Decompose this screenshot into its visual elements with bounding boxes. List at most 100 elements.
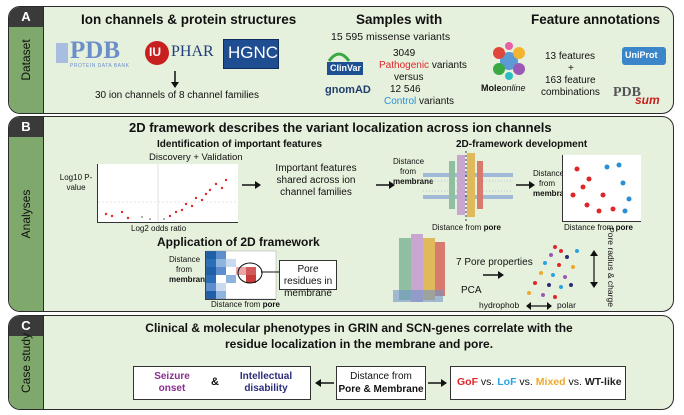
identification-heading: Identification of important features (157, 139, 323, 150)
pore-axis-label-3: Distance from pore (211, 300, 280, 309)
membrane-axis-word-1: membrane (393, 177, 434, 186)
distance-line-2: Pore & Membrane (338, 384, 424, 395)
analyses-title: 2D framework describes the variant local… (129, 120, 552, 135)
pore-axis-prefix-2: Distance from (564, 223, 616, 232)
discovery-label: Discovery + Validation (149, 152, 243, 163)
distance-box (336, 366, 426, 400)
mixed-label: Mixed (535, 376, 566, 388)
application-heading: Application of 2D framework (157, 235, 320, 249)
panel-case-study: C Case study Clinical & molecular phenot… (8, 315, 674, 410)
pdbsum-logo: PDB sum (613, 85, 667, 109)
iuphar-logo: IU PHAR (145, 41, 219, 65)
volcano-y-label: Log10 P-value (59, 173, 93, 192)
pdbsum-logo-pdb: PDB (613, 85, 641, 100)
panel-letter-c: C (9, 316, 43, 336)
sidebar-case-study: C Case study (9, 316, 44, 409)
moleonline-logo-mark (493, 42, 525, 80)
membrane-axis-word-2: membrane (533, 189, 574, 198)
iuphar-logo-mark-text: IU (149, 45, 161, 59)
control-label: Control (384, 96, 417, 107)
wt-label: WT-like (584, 376, 622, 388)
panel-analyses: B Analyses 2D framework describes the va… (8, 116, 674, 312)
uniprot-logo: UniProt (622, 47, 666, 65)
heatmap-cells (205, 250, 277, 300)
panel-letter-a: A (9, 7, 43, 27)
arrow-to-framework (376, 181, 395, 189)
pore-properties-label: 7 Pore properties (456, 257, 533, 268)
samples-heading: Samples with (356, 12, 443, 27)
vs-label-3: vs. (565, 376, 585, 388)
features-plus: + (568, 63, 574, 74)
pdb-logo-text: PDB (70, 37, 120, 64)
callout-line (261, 271, 281, 273)
pdb-logo-mark (56, 43, 68, 63)
clinvar-logo-text: ClinVar (330, 63, 362, 73)
hgnc-logo-text: HGNC (228, 43, 279, 62)
hydrophobicity-arrow (526, 302, 552, 310)
sidebar-dataset: A Dataset (9, 7, 44, 113)
pca-label: PCA (461, 285, 482, 296)
amp-label: & (211, 376, 219, 388)
clinvar-logo-bar (327, 62, 363, 75)
channel-membrane-illustration (423, 151, 513, 221)
moleonline-logo-italic: online (501, 83, 526, 93)
vs-label-1: vs. (478, 376, 498, 388)
pore-radius-charge-label: Pore radius & charge (605, 227, 616, 307)
control-line: Control variants (384, 96, 454, 107)
features-line1: 13 features (545, 51, 596, 62)
section-label-dataset: Dataset (19, 39, 33, 81)
pdb-logo-caption: PROTEIN DATA BANK (70, 63, 130, 69)
channel-structure-illustration (393, 234, 445, 302)
hgnc-logo: HGNC (223, 39, 279, 69)
volcano-x-label: Log2 odds ratio (131, 224, 187, 233)
pathogenic-count: 3049 (393, 48, 416, 59)
pdb-logo: PDB PROTEIN DATA BANK (56, 37, 138, 69)
volcano-points (98, 164, 238, 222)
panel-letter-b: B (9, 117, 43, 137)
section-label-analyses: Analyses (19, 189, 33, 239)
hydrophob-label: hydrophob (479, 300, 520, 310)
arrow-to-shared (242, 181, 261, 189)
features-heading: Feature annotations (531, 12, 661, 27)
control-suffix: variants (419, 96, 455, 107)
vs-label-2: vs. (516, 376, 536, 388)
framework-scatter-points (570, 162, 632, 214)
membrane-axis-label-2: Distance from membrane (533, 169, 573, 199)
pore-axis-word-1: pore (483, 223, 501, 232)
ion-channels-summary: 30 ion channels of 8 channel families (95, 90, 259, 101)
ion-channels-arrow (171, 71, 179, 88)
membrane-axis-prefix-2: Distance from (533, 169, 565, 188)
sidebar-analyses: B Analyses (9, 117, 44, 311)
arrow-to-clinical (315, 379, 334, 387)
pore-axis-prefix-3: Distance from (211, 300, 263, 309)
seizure-label: Seizure onset (154, 371, 190, 394)
pore-axis-label-2: Distance from pore (564, 223, 633, 232)
pdbsum-logo-sum: sum (635, 93, 660, 107)
framework-dev-heading: 2D-framework development (456, 139, 588, 150)
pore-axis-label-1: Distance from pore (432, 223, 501, 232)
membrane-axis-prefix-3: Distance from (169, 255, 201, 274)
pore-axis-word-3: pore (262, 300, 280, 309)
gnomad-logo: gnomAD (325, 84, 371, 100)
features-line2: 163 feature (545, 75, 596, 86)
pca-scatter (527, 245, 579, 299)
iuphar-logo-text: PHAR (171, 43, 214, 60)
clinvar-logo: ClinVar (327, 51, 365, 77)
membrane-axis-word-3: membrane (169, 275, 210, 284)
panel-dataset: A Dataset Ion channels & protein structu… (8, 6, 674, 114)
control-count: 12 546 (390, 84, 421, 95)
membrane-axis-prefix-1: Distance from (393, 157, 425, 176)
gof-label: GoF (457, 376, 478, 388)
distance-line-1: Distance from (350, 371, 412, 382)
missense-count: 15 595 missense variants (331, 31, 451, 43)
pore-radius-arrow (590, 250, 598, 288)
moleonline-logo-bold: Mole (481, 83, 502, 93)
pathogenic-line: Pathogenic variants (379, 60, 467, 71)
iuphar-logo-mark (145, 41, 169, 65)
membrane-axis-label-1: Distance from membrane (393, 157, 433, 187)
ion-channels-heading: Ion channels & protein structures (81, 12, 297, 27)
versus-label: versus (394, 72, 424, 83)
clinvar-logo-mark (327, 52, 351, 62)
arrow-to-molecular (428, 379, 447, 387)
moleonline-logo-text: Moleonline (481, 83, 526, 93)
